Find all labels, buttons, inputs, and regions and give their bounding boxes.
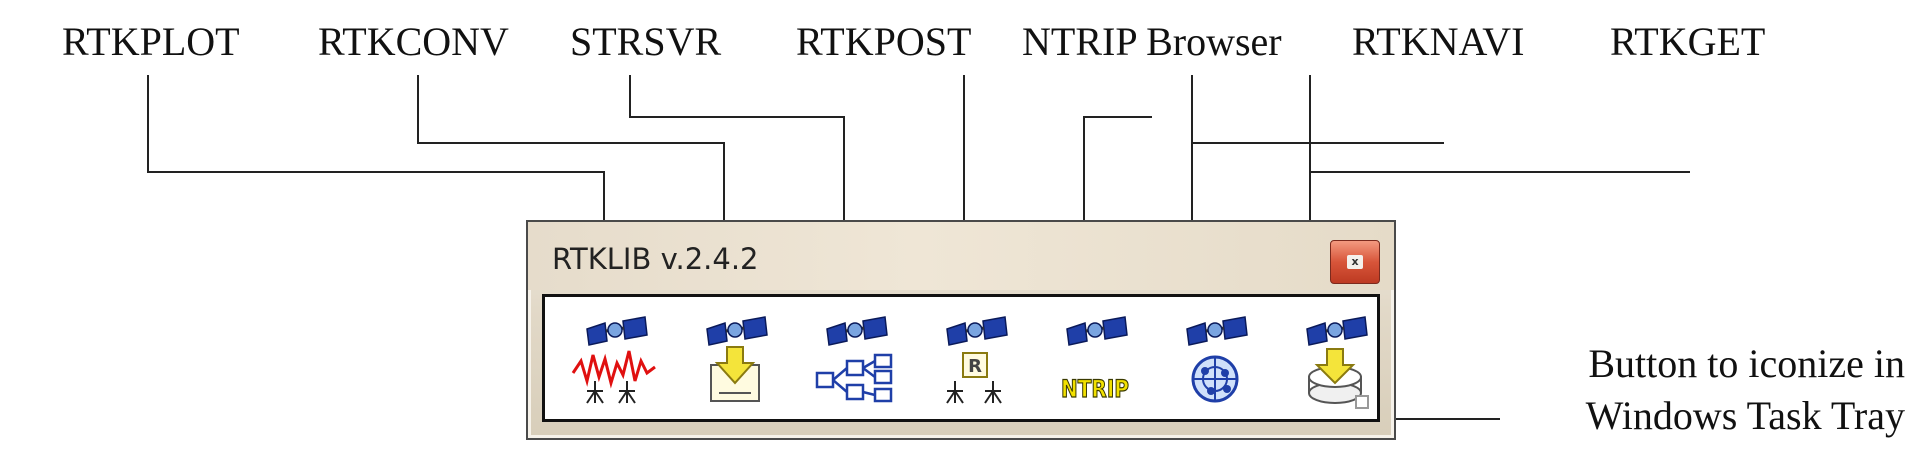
label-rtkpost: RTKPOST bbox=[796, 19, 972, 64]
strsvr-button[interactable] bbox=[805, 311, 905, 411]
label-ntrip-browser: NTRIP Browser bbox=[1022, 19, 1282, 64]
rtkget-button[interactable] bbox=[1285, 311, 1385, 411]
label-rtkget: RTKGET bbox=[1610, 19, 1766, 64]
tray-note-line2: Windows Task Tray bbox=[1585, 393, 1905, 438]
close-button[interactable]: x bbox=[1330, 240, 1380, 284]
satellite-convert-icon bbox=[706, 316, 768, 402]
launcher-panel: R NTRIP bbox=[542, 294, 1380, 422]
leader-rtkplot bbox=[147, 75, 605, 238]
rtkconv-button[interactable] bbox=[685, 311, 785, 411]
rtkplot-button[interactable] bbox=[565, 311, 665, 411]
svg-text:R: R bbox=[968, 356, 982, 377]
title-bar[interactable]: RTKLIB v.2.4.2 x bbox=[528, 222, 1394, 290]
leader-ntrip-browser bbox=[1191, 75, 1444, 144]
satellite-navi-icon bbox=[1186, 316, 1248, 403]
leader-rtkconv bbox=[417, 75, 725, 238]
tray-note: Button to iconize in Windows Task Tray bbox=[1495, 338, 1905, 442]
rtklib-window: RTKLIB v.2.4.2 x bbox=[526, 220, 1396, 440]
label-rtkplot: RTKPLOT bbox=[62, 19, 240, 64]
label-rtkconv: RTKCONV bbox=[318, 19, 509, 64]
close-icon: x bbox=[1347, 255, 1363, 269]
iconize-tray-button[interactable] bbox=[1355, 395, 1369, 409]
leader-strsvr bbox=[629, 75, 845, 238]
ntrip-text: NTRIP bbox=[1061, 375, 1129, 403]
rtknavi-button[interactable] bbox=[1165, 311, 1265, 411]
satellite-stream-server-icon bbox=[815, 316, 893, 403]
leader-ntrip bbox=[1083, 116, 1152, 238]
window-title: RTKLIB v.2.4.2 bbox=[552, 242, 759, 276]
satellite-plot-icon bbox=[571, 316, 656, 404]
ntrip-browser-button[interactable]: NTRIP bbox=[1045, 311, 1145, 411]
tray-note-line1: Button to iconize in bbox=[1588, 341, 1905, 386]
satellite-graphic bbox=[586, 316, 648, 346]
satellite-post-icon: R bbox=[946, 316, 1008, 404]
label-rtknavi: RTKNAVI bbox=[1352, 19, 1525, 64]
label-strsvr: STRSVR bbox=[570, 19, 722, 64]
satellite-get-icon bbox=[1306, 316, 1368, 404]
rtkpost-button[interactable]: R bbox=[925, 311, 1025, 411]
satellite-ntrip-icon: NTRIP bbox=[1060, 316, 1130, 404]
